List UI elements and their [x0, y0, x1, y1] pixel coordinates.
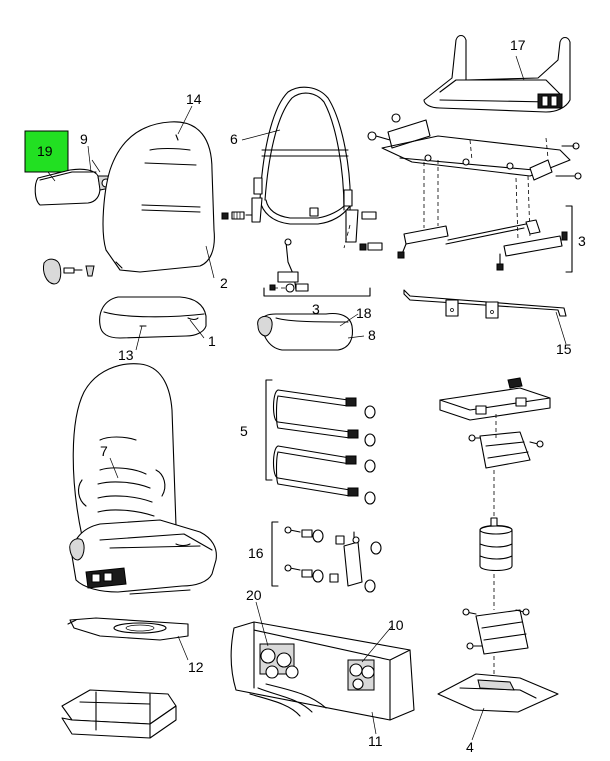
seat-slide-assembly[interactable]	[367, 113, 582, 271]
callout-19-highlight[interactable]	[24, 130, 69, 173]
callout-2[interactable]: 2	[220, 275, 228, 291]
callout-15[interactable]: 15	[556, 341, 572, 357]
seat-back-cushion-14[interactable]	[102, 121, 215, 273]
callout-14[interactable]: 14	[186, 91, 202, 107]
shock-kit-16[interactable]	[271, 521, 382, 593]
spacer-stack[interactable]	[61, 689, 177, 739]
callout-12[interactable]: 12	[188, 659, 204, 675]
callout-17[interactable]: 17	[510, 37, 526, 53]
mounting-bar-15[interactable]	[403, 289, 567, 319]
seat-cushion-13[interactable]	[99, 296, 207, 339]
suspension-assembly[interactable]	[437, 377, 559, 713]
leader-lines	[91, 55, 567, 741]
mounting-plate-12[interactable]	[67, 617, 189, 641]
frame-fasteners	[221, 209, 383, 293]
callout-16[interactable]: 16	[248, 545, 264, 561]
callout-5[interactable]: 5	[240, 423, 248, 439]
callout-13[interactable]: 13	[118, 347, 134, 363]
callout-1[interactable]: 1	[208, 333, 216, 349]
headrest-8[interactable]	[257, 312, 354, 351]
rods-5[interactable]	[265, 379, 376, 505]
complete-seat-7[interactable]	[69, 363, 217, 595]
callout-18[interactable]: 18	[356, 305, 372, 321]
callout-9[interactable]: 9	[80, 131, 88, 147]
bracket-3-middle	[263, 287, 371, 297]
callout-11[interactable]: 11	[368, 733, 383, 749]
adjuster-knob[interactable]	[43, 258, 95, 285]
callout-10[interactable]: 10	[388, 617, 404, 633]
callout-3-middle[interactable]: 3	[312, 301, 320, 317]
callout-20[interactable]: 20	[246, 587, 262, 603]
bracket-3-right	[565, 205, 573, 273]
callout-3-right[interactable]: 3	[578, 233, 586, 249]
armrest-part-9[interactable]	[24, 130, 111, 206]
callout-labels: 19 9 14 2 1 13 6 3 18 8 17 3 15 5 7 16 2…	[37, 37, 586, 755]
callout-7[interactable]: 7	[100, 443, 108, 459]
control-panel-11[interactable]	[230, 621, 415, 721]
callout-8[interactable]: 8	[368, 327, 376, 343]
callout-6[interactable]: 6	[230, 131, 238, 147]
callout-4[interactable]: 4	[466, 739, 474, 755]
seat-frame-6[interactable]	[251, 86, 353, 225]
seat-base-17[interactable]	[423, 34, 571, 113]
callout-19[interactable]: 19	[37, 143, 53, 159]
